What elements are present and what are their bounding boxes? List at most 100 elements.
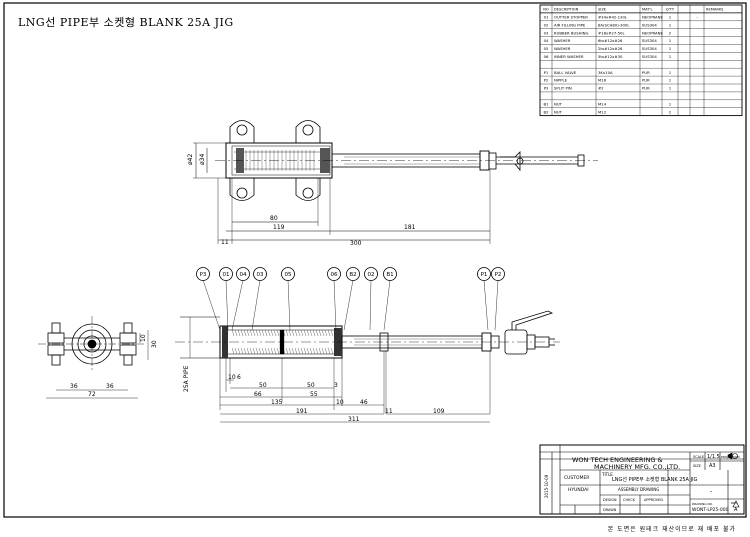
side-view-dim-labels: 10 30 36 36 72 bbox=[70, 334, 158, 398]
bom-cell: 1 bbox=[669, 78, 672, 83]
bom-cell: P3 bbox=[544, 86, 549, 91]
balloon-leader bbox=[383, 279, 391, 331]
bom-cell: WASHER bbox=[554, 46, 571, 51]
bom-cell: - bbox=[696, 15, 698, 20]
balloon-04 bbox=[236, 267, 250, 281]
company-line1: WON TECH ENGINEERING & bbox=[572, 456, 663, 464]
dim-main-311: 311 bbox=[348, 416, 360, 423]
bom-cell: WASHER bbox=[554, 38, 571, 43]
bom-cell: BALL VALVE bbox=[554, 70, 577, 75]
title-value: LNG선 PIPE부 소켓형 BLANK 25A JIG bbox=[612, 476, 698, 483]
bom-cell: 03 bbox=[544, 30, 549, 35]
balloon-label: 04 bbox=[240, 272, 247, 278]
bom-header-cell: REMARKS bbox=[706, 8, 724, 12]
balloon-leader bbox=[251, 279, 261, 331]
bom-cell: 1 bbox=[669, 38, 672, 43]
top-view bbox=[193, 120, 598, 244]
design-label: DESIGN bbox=[603, 498, 617, 502]
bom-cell: 02 bbox=[544, 22, 549, 27]
balloon-leader bbox=[225, 279, 229, 331]
top-flange-right bbox=[295, 120, 321, 201]
check-label: CHECK bbox=[623, 498, 636, 502]
bom-cell: SUS304 bbox=[642, 46, 657, 51]
balloon-06 bbox=[327, 267, 341, 281]
bom-cell: M16 bbox=[598, 78, 607, 83]
date-vertical: 2015-10-09 bbox=[544, 474, 549, 498]
bom-header-cell: Q'TY bbox=[666, 8, 675, 12]
bom-cell: 6tx#12x#26 bbox=[598, 38, 623, 43]
balloon-label: P2 bbox=[495, 272, 502, 278]
balloon-label: 01 bbox=[223, 272, 230, 278]
dash-value: - bbox=[710, 488, 712, 495]
rev-value: A bbox=[734, 507, 738, 513]
balloon-p3 bbox=[196, 267, 210, 281]
customer-value: HYUNDAI bbox=[568, 487, 589, 493]
bom-cell: 01 bbox=[544, 15, 549, 20]
balloon-b1 bbox=[383, 267, 397, 281]
dim-11: 11 bbox=[221, 239, 229, 246]
balloon-leader bbox=[369, 279, 372, 331]
dim-main-109: 109 bbox=[433, 408, 445, 415]
balloon-02 bbox=[364, 267, 378, 281]
bom-cell: SUS304 bbox=[642, 22, 657, 27]
balloon-label: 03 bbox=[257, 272, 264, 278]
size-label: SIZE bbox=[693, 464, 701, 468]
bom-cell: M14 bbox=[598, 101, 607, 106]
bom-cell: 04 bbox=[544, 38, 549, 43]
bom-cell: NEOPRANE bbox=[642, 15, 663, 20]
bom-cell: AIR FILLING PIPE bbox=[554, 22, 586, 27]
bom-cell: 06 bbox=[544, 54, 549, 59]
customer-label: CUSTOMER bbox=[564, 475, 589, 481]
balloon-label: B1 bbox=[386, 272, 393, 278]
bom-cell: B1 bbox=[543, 101, 549, 106]
balloon-leader bbox=[202, 279, 221, 331]
bom-cell: P1 bbox=[544, 70, 549, 75]
balloon-b2 bbox=[346, 267, 360, 281]
balloon-leader bbox=[494, 279, 499, 331]
bom-cell: NUT bbox=[554, 109, 563, 114]
bom-cell: 2tx#12x#26 bbox=[598, 46, 623, 51]
bom-cell: PUR bbox=[642, 70, 650, 75]
dim-main-10b: 10 bbox=[336, 399, 344, 406]
title-block-text: WON TECH ENGINEERING & MACHINERY MFG. CO… bbox=[544, 454, 739, 513]
sub-title: ASSEMBLY DRAWING bbox=[618, 487, 659, 492]
dim-main-11: 11 bbox=[385, 408, 393, 415]
bom-cell: 05 bbox=[544, 46, 549, 51]
bom-cell: 5tx#12x#30 bbox=[598, 54, 623, 59]
balloon-label: 06 bbox=[331, 272, 338, 278]
bom-cell: 2 bbox=[669, 109, 672, 114]
rev-label: REV. bbox=[731, 501, 738, 505]
bom-cell: 1 bbox=[669, 22, 672, 27]
scale-label: SCALE bbox=[693, 455, 704, 459]
drawn-label: DRAWN bbox=[603, 508, 617, 512]
bom-cell: #2 bbox=[598, 86, 604, 91]
bom-cell: 2 bbox=[669, 30, 672, 35]
bom-header-cell: NO bbox=[543, 8, 549, 12]
dim-80: 80 bbox=[270, 215, 278, 222]
balloon-05 bbox=[281, 267, 295, 281]
bom-header-cell: DESCRIPTION bbox=[554, 8, 579, 12]
dim-main-10: 10 bbox=[228, 374, 236, 381]
balloon-leader bbox=[343, 279, 354, 331]
bom-cell: INNER WASHER bbox=[554, 54, 584, 59]
size-value: A3 bbox=[709, 463, 716, 469]
dim-side-36b: 36 bbox=[106, 383, 114, 390]
top-flange-left bbox=[229, 120, 255, 201]
dim-181: 181 bbox=[404, 224, 416, 231]
dim-dia42: ø42 bbox=[187, 154, 194, 165]
projection-label: PROJECTION bbox=[721, 455, 739, 459]
company-line2: MACHINERY MFG. CO.,LTD. bbox=[594, 463, 680, 471]
title-block bbox=[539, 444, 745, 515]
approve-label: APPROVED bbox=[644, 498, 663, 502]
bom-cell: 8A(SCH80)-300L bbox=[598, 22, 630, 27]
balloon-01 bbox=[219, 267, 233, 281]
bom-cell: 1 bbox=[669, 70, 672, 75]
main-view bbox=[175, 310, 560, 423]
dim-main-3: 3 bbox=[334, 382, 338, 389]
dim-main-191: 191 bbox=[296, 408, 308, 415]
bom-cell: M12 bbox=[598, 109, 607, 114]
drawing-no-label: DRAWING NO. bbox=[692, 502, 713, 506]
